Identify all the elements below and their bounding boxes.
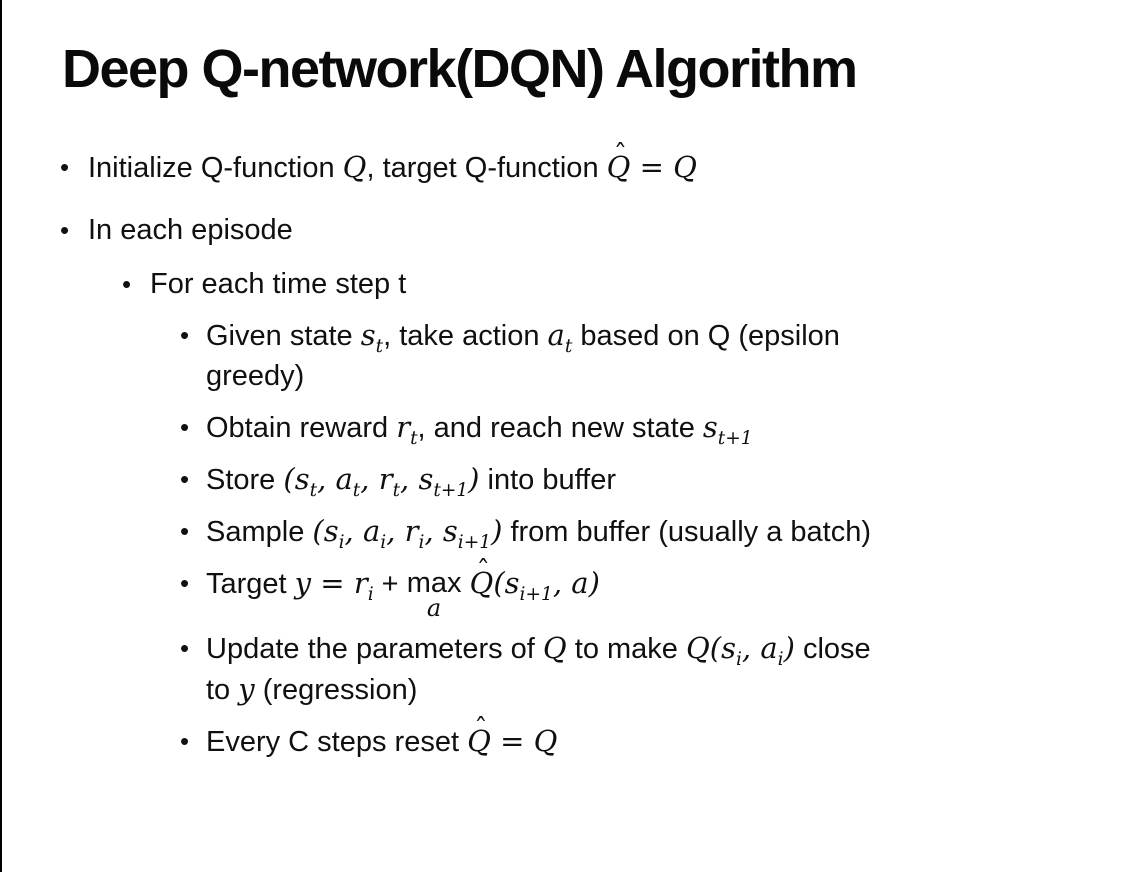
list-item: • For each time step t xyxy=(0,264,1124,304)
slide-title: Deep Q-network(DQN) Algorithm xyxy=(62,39,858,99)
bullet-icon: • xyxy=(60,215,70,246)
list-item: • Initialize Q-function Q, target Q-funct… xyxy=(0,140,1124,188)
bullet-text: Store (st, at, rt, st+1) into buffer xyxy=(206,462,617,502)
list-item: • In each episode xyxy=(0,210,1124,250)
bullet-icon: • xyxy=(180,516,190,547)
bullet-icon: • xyxy=(180,320,190,351)
bullet-list: • Initialize Q-function Q, target Q-funct… xyxy=(0,140,1124,762)
bullet-text: Initialize Q-function Q, target Q-functi… xyxy=(88,140,1124,188)
bullet-text: Given state st, take action at based on … xyxy=(206,318,840,393)
bullet-icon: • xyxy=(180,568,190,599)
list-item: • Update the parameters of Q to make Q(si… xyxy=(0,628,1124,710)
bullet-text: Sample (si, ai, ri, si+1) from buffer (u… xyxy=(206,514,871,554)
bullet-text: In each episode xyxy=(88,214,293,247)
bullet-icon: • xyxy=(180,412,190,443)
bullet-icon: • xyxy=(60,152,70,183)
bullet-icon: • xyxy=(122,269,132,300)
bullet-text: Obtain reward rt, and reach new state st… xyxy=(206,410,753,450)
slide-left-border xyxy=(0,0,2,872)
bullet-text: For each time step t xyxy=(150,268,407,301)
bullet-text: Update the parameters of Q to make Q(si,… xyxy=(206,631,871,707)
list-item: • Obtain reward rt, and reach new state s… xyxy=(0,407,1124,448)
list-item: • Given state st, take action at based on… xyxy=(0,315,1124,396)
list-item: • Store (st, at, rt, st+1) into buffer xyxy=(0,459,1124,500)
bullet-icon: • xyxy=(180,464,190,495)
bullet-icon: • xyxy=(180,633,190,664)
bullet-icon: • xyxy=(180,726,190,757)
list-item: • Sample (si, ai, ri, si+1) from buffer (… xyxy=(0,511,1124,552)
